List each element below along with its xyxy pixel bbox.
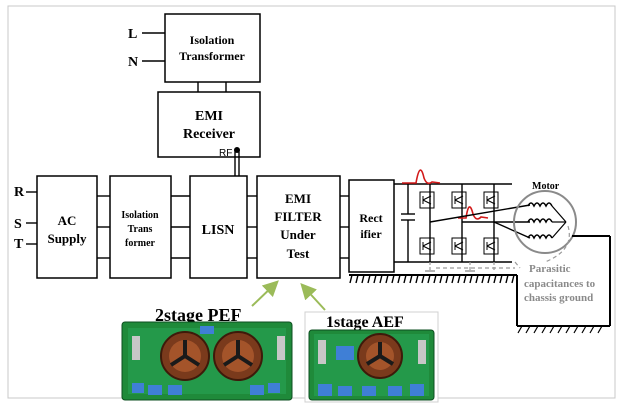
iso-mid-line1: Isolation: [121, 210, 159, 221]
ac-supply-line2: Supply: [47, 231, 87, 246]
parasitic-label-line2: capacitances to: [524, 278, 596, 290]
emi-filter-under-test-block: [256, 175, 341, 279]
dc-link: [394, 183, 512, 263]
inverter-leg-3: [483, 184, 499, 262]
emi-receiver-block: [157, 91, 261, 158]
parasitic-label-line1: Parasitic: [529, 263, 571, 275]
input-s-label: S: [14, 217, 22, 232]
input-n-label: N: [128, 55, 138, 70]
inverter-leg-2: [451, 184, 467, 262]
wires-filter-rectifier: [340, 195, 349, 259]
rectifier-line1: Rect: [359, 211, 382, 225]
wires-lisn-filter: [247, 195, 257, 259]
chassis-ground-bar: [349, 235, 611, 334]
input-l-label: L: [128, 27, 137, 42]
iso-mid-line3: former: [125, 238, 156, 249]
emi-receiver-line1: EMI: [195, 109, 223, 124]
emi-filter-line1: EMI: [285, 191, 311, 206]
iso-top-line1: Isolation: [190, 33, 235, 47]
aef-caption: 1stage AEF: [326, 314, 404, 331]
emi-receiver-line2: Receiver: [183, 127, 235, 142]
input-r-label: R: [14, 185, 25, 200]
inverter-bridge: [419, 184, 499, 262]
isolation-transformer-top-block: [164, 13, 261, 83]
aef-board-photo: [308, 329, 435, 401]
input-t-label: T: [14, 237, 24, 252]
wires-ac-iso: [97, 195, 110, 259]
lisn-block: [189, 175, 248, 279]
iso-top-line2: Transformer: [179, 49, 245, 63]
inverter-leg-1: [419, 184, 435, 262]
arrow-aef-to-filter: [300, 283, 326, 311]
motor-label: Motor: [532, 181, 560, 192]
emi-filter-line3: Under: [280, 227, 316, 242]
iso-mid-line2: Trans: [128, 224, 153, 235]
ac-supply-line1: AC: [58, 213, 77, 228]
emi-filter-line2: FILTER: [274, 209, 322, 224]
lisn-label: LISN: [202, 223, 235, 238]
arrow-pef-to-filter: [251, 280, 279, 307]
motor-windings-icon: [527, 202, 567, 240]
pef-board-photo: [121, 321, 293, 401]
motor-circle: [513, 190, 577, 254]
parasitic-capacitance-paths: [425, 225, 570, 272]
rf-port-top-label: RF: [219, 148, 232, 159]
motor-phase-wires: [429, 204, 531, 239]
wires-iso-lisn: [171, 195, 190, 259]
rectifier-block: [348, 179, 395, 273]
rectifier-line2: ifier: [360, 227, 382, 241]
pef-caption: 2stage PEF: [155, 305, 241, 325]
emi-filter-line4: Test: [287, 246, 310, 261]
noise-spike-dc: [402, 169, 441, 185]
parasitic-label-line3: chassis ground: [524, 292, 593, 304]
